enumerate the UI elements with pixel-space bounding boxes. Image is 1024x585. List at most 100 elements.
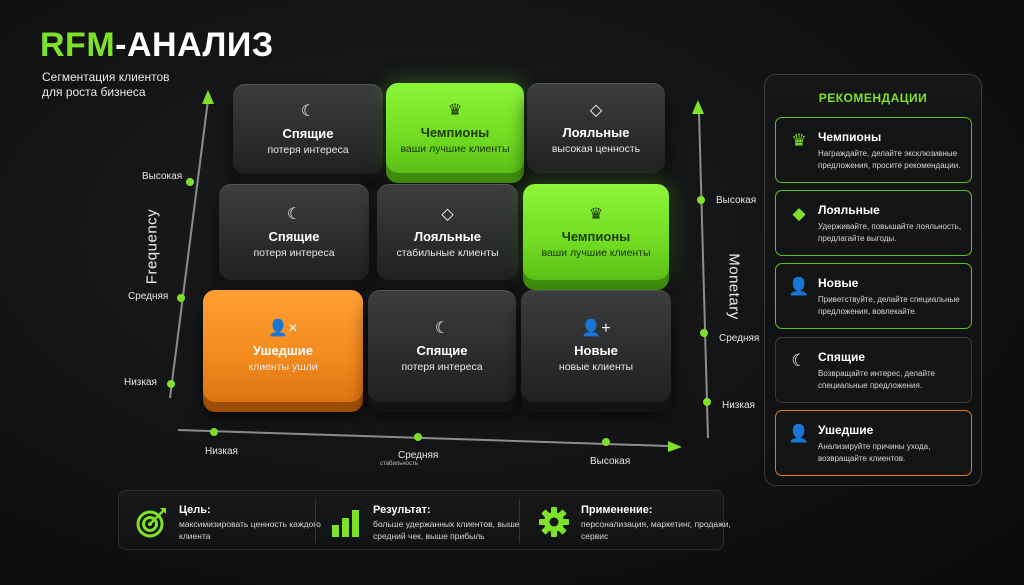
tile-lost: 👤× Ушедшие клиенты ушли <box>203 290 363 402</box>
rec-champions: ♛ Чемпионы Награждайте, делайте эксклюзи… <box>775 117 972 183</box>
moon-icon: ☾ <box>286 206 302 223</box>
frequency-mid-label: Средняя <box>128 291 169 302</box>
title-rest: -АНАЛИЗ <box>115 26 274 64</box>
diamond-icon: ◇ <box>589 102 603 119</box>
tile-name: Новые <box>574 343 618 358</box>
page-title: RFM-АНАЛИЗ <box>40 26 274 65</box>
crown-icon: ♛ <box>447 102 463 119</box>
tile-name: Ушедшие <box>253 343 313 358</box>
monetary-high-label: Высокая <box>716 195 757 206</box>
summary-divider <box>519 499 520 543</box>
tile-name: Чемпионы <box>561 229 631 244</box>
frequency-axis-line <box>169 99 209 399</box>
frequency-axis-title: Frequency <box>143 208 161 285</box>
recency-mid-label: Средняя <box>398 450 439 461</box>
frequency-high-label: Высокая <box>142 171 183 182</box>
tile-sub: высокая ценность <box>551 143 641 155</box>
tile-sub: новые клиенты <box>558 361 634 373</box>
recency-mid-dot <box>414 433 422 441</box>
result-text: больше удержанных клиентов, выше средний… <box>373 519 520 541</box>
user-remove-icon: 👤× <box>268 320 298 337</box>
tile-loyal-mid: ◇ Лояльные стабильные клиенты <box>377 184 518 280</box>
tile-sub: потеря интереса <box>253 247 335 259</box>
user-add-icon: 👤 <box>788 277 810 296</box>
moon-icon: ☾ <box>791 351 807 370</box>
rec-desc: Награждайте, делайте эксклюзивные предло… <box>818 149 961 170</box>
rec-desc: Удерживайте, повышайте лояльность, предл… <box>818 222 962 243</box>
rec-desc: Анализируйте причины ухода, возвращайте … <box>818 442 931 463</box>
gear-icon <box>539 507 569 537</box>
rec-name: Новые <box>818 276 859 290</box>
monetary-high-dot <box>697 196 705 204</box>
crown-icon: ♛ <box>588 206 604 223</box>
tile-sub: потеря интереса <box>267 144 349 156</box>
frequency-low-label: Низкая <box>124 377 157 388</box>
user-remove-icon: 👤 <box>788 424 810 443</box>
diamond-icon: ◇ <box>441 206 454 223</box>
summary-divider <box>315 499 316 543</box>
monetary-axis-arrow <box>692 100 704 114</box>
monetary-low-label: Низкая <box>722 400 755 411</box>
tile-sub: клиенты ушли <box>248 361 318 373</box>
usage-title: Применение: <box>581 504 653 516</box>
tile-name: Спящие <box>416 343 468 358</box>
rec-sleeping: ☾ Спящие Возвращайте интерес, делайте сп… <box>775 337 972 403</box>
rec-name: Чемпионы <box>818 130 882 144</box>
monetary-axis-title: Monetary <box>725 253 743 320</box>
goal-title: Цель: <box>179 504 211 516</box>
tile-sleeping-mid: ☾ Спящие потеря интереса <box>219 184 369 280</box>
user-add-icon: 👤+ <box>581 320 611 337</box>
tile-loyal-top: ◇ Лояльные высокая ценность <box>527 83 665 173</box>
bar-chart-icon <box>332 510 359 537</box>
recommendations-title: РЕКОМЕНДАЦИИ <box>818 91 928 105</box>
rec-name: Спящие <box>818 350 866 364</box>
moon-icon: ☾ <box>300 103 316 120</box>
usage-text: персонализация, маркетинг, продажи, серв… <box>581 519 731 541</box>
recency-axis-line <box>177 429 669 447</box>
rec-desc: Возвращайте интерес, делайте специальные… <box>818 369 935 390</box>
tile-name: Лояльные <box>414 229 481 244</box>
tile-sleeping-bottom: ☾ Спящие потеря интереса <box>368 290 516 402</box>
summary-goal: Цель: максимизировать ценность каждого к… <box>135 491 325 551</box>
monetary-low-dot <box>703 398 711 406</box>
page-subtitle: Сегментация клиентов для роста бизнеса <box>42 70 170 99</box>
tile-champions-mid: ♛ Чемпионы ваши лучшие клиенты <box>523 184 669 280</box>
recommendations-panel: РЕКОМЕНДАЦИИ ♛ Чемпионы Награждайте, дел… <box>764 74 982 486</box>
tile-new: 👤+ Новые новые клиенты <box>521 290 671 402</box>
frequency-high-dot <box>186 178 194 186</box>
tile-sub: стабильные клиенты <box>396 247 499 259</box>
goal-text: максимизировать ценность каждого клиента <box>179 519 321 541</box>
rec-lost: 👤 Ушедшие Анализируйте причины ухода, во… <box>775 410 972 476</box>
target-icon <box>136 508 166 538</box>
tile-sub: ваши лучшие клиенты <box>400 143 510 155</box>
tile-sub: ваши лучшие клиенты <box>541 247 651 259</box>
rec-desc: Приветствуйте, делайте специальные предл… <box>818 295 960 316</box>
summary-result: Результат: больше удержанных клиентов, в… <box>329 491 520 551</box>
summary-usage: Применение: персонализация, маркетинг, п… <box>537 491 731 551</box>
recency-mid-sub: стабильность <box>380 461 418 467</box>
moon-icon: ☾ <box>434 320 450 337</box>
recency-axis-arrow <box>668 441 682 452</box>
diamond-icon: ◆ <box>792 204 806 223</box>
rec-name: Ушедшие <box>818 423 874 437</box>
rec-name: Лояльные <box>818 203 880 217</box>
recency-high-label: Высокая <box>590 456 631 467</box>
rec-new: 👤 Новые Приветствуйте, делайте специальн… <box>775 263 972 329</box>
monetary-axis-line <box>698 111 709 439</box>
tile-champions-top: ♛ Чемпионы ваши лучшие клиенты <box>386 83 524 173</box>
frequency-mid-dot <box>177 294 185 302</box>
monetary-mid-label: Средняя <box>719 333 760 344</box>
summary-bar: Цель: максимизировать ценность каждого к… <box>118 490 731 551</box>
recency-low-label: Низкая <box>205 446 238 457</box>
tile-name: Лояльные <box>562 125 630 140</box>
tile-name: Спящие <box>268 229 320 244</box>
recency-low-dot <box>210 428 218 436</box>
tile-sleeping-top: ☾ Спящие потеря интереса <box>233 84 383 174</box>
frequency-low-dot <box>167 380 175 388</box>
rec-loyal: ◆ Лояльные Удерживайте, повышайте лояльн… <box>775 190 972 256</box>
tile-name: Чемпионы <box>420 125 490 140</box>
monetary-mid-dot <box>700 329 708 337</box>
title-accent: RFM <box>40 26 116 64</box>
crown-icon: ♛ <box>791 131 807 150</box>
